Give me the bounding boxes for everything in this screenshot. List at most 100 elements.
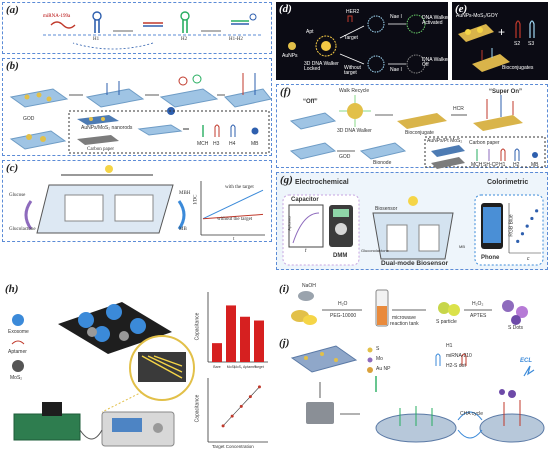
chart-h-ylabel: Capacitance xyxy=(194,312,201,341)
panel-i-graphic xyxy=(291,289,528,327)
microwave-label: microwave xyxy=(392,315,416,321)
h1-label: H1 xyxy=(93,37,100,42)
chart-c-line-0 xyxy=(202,189,264,220)
electrode-tile-4 xyxy=(223,73,272,108)
exosome-label: Exosome xyxy=(8,329,29,335)
dual-mode-label: Dual-mode Biosensor xyxy=(381,260,449,267)
biosensor-label: Biosensor xyxy=(375,206,398,212)
dmm-label: DMM xyxy=(333,253,348,259)
chart-h2-ylabel: Capacitance xyxy=(194,394,201,423)
phone-label: Phone xyxy=(481,255,500,261)
walker3d-label: 3D DNA Walker xyxy=(337,128,372,134)
panel-j-label: (j) xyxy=(279,337,290,349)
bulb-icon-g xyxy=(408,196,418,206)
target-label: Target xyxy=(344,35,358,41)
glucose-label: Glucose xyxy=(9,193,26,198)
walker-locked-label: 3D DNA Walker Locked xyxy=(304,61,339,72)
without-target-label: Without target xyxy=(344,65,361,76)
bioconjugates-label: Bioconjugates xyxy=(502,65,534,71)
nanorods-icon xyxy=(77,115,119,125)
panel-i-label: (i) xyxy=(279,283,290,295)
mos2-icon xyxy=(12,360,24,372)
rgb-label: RGB Blue xyxy=(508,214,515,237)
panel-d-graphic xyxy=(288,14,426,74)
panel-d: (d) AuNPs Apt HER2 Target 3D DNA Walker … xyxy=(276,2,450,80)
chart-h-point-2 xyxy=(239,404,243,408)
ecl-label: ECL xyxy=(520,358,532,364)
h2sdot-label: H2-S dot xyxy=(446,363,466,369)
bulb-icon xyxy=(105,165,113,173)
mos2-label-h: MoS₂ xyxy=(10,375,23,381)
s-atom-icon xyxy=(367,347,373,353)
h2-label: H2 xyxy=(181,37,188,42)
mirna-label: miRNA-199a xyxy=(43,14,71,19)
gce-electrode-icon xyxy=(306,402,334,424)
chart-h-bar-label-3: Target xyxy=(254,365,264,369)
panel-b-label: (b) xyxy=(6,60,19,72)
h1h2-duplex-icon xyxy=(231,13,257,25)
shcp-label: SH-CP xyxy=(483,162,499,168)
walk-recycle-label: Walk Recycle xyxy=(339,88,370,94)
au-label: Au NP xyxy=(376,366,391,372)
exosome-cluster xyxy=(78,304,146,342)
glucolactone-label: Glucolactone xyxy=(9,227,36,232)
panel-h-label: (h) xyxy=(5,283,19,295)
nanorods-label: AuNPs/MoS₂ nanorods xyxy=(81,125,133,131)
t-label: t xyxy=(305,248,307,254)
panel-c-graphic xyxy=(24,165,265,236)
chart-g-point-1 xyxy=(520,232,525,236)
super-on-label: “Super On” xyxy=(489,89,523,95)
exosome-icon xyxy=(12,314,24,326)
chart-h-point-3 xyxy=(248,395,252,399)
chart-c-without-label: without the target xyxy=(217,217,253,222)
walker-activated-label: DNA Walker Activated xyxy=(422,15,450,26)
panel-j-graphic xyxy=(290,345,545,443)
god-label: GOD xyxy=(23,116,35,122)
h2o-label: H₂O xyxy=(338,301,348,307)
chart-h-bar-label-1: MoS₂ xyxy=(227,365,236,369)
panel-e-label: (e) xyxy=(455,3,468,15)
aunp-icon xyxy=(288,42,296,50)
panel-j: (j) S Mo Au NP H1 miRNA-210 H2-S dot CHA… xyxy=(276,336,548,452)
s-particle-icon xyxy=(438,302,450,314)
chart-h-points xyxy=(221,385,261,428)
chart-g-point-3 xyxy=(530,216,534,221)
ecl-lightning-icon xyxy=(523,365,535,377)
aumos-label: AuNPs-MoS₂/GOY xyxy=(456,13,498,19)
aptes-label: APTES xyxy=(470,313,487,319)
chart-h-bar-1 xyxy=(226,305,236,362)
colorimetric-label: Colorimetric xyxy=(487,179,529,186)
chart-g-point-2 xyxy=(525,224,529,228)
mb-label-f: MB xyxy=(531,162,539,168)
chart-h2-xlabel: Target Concentration xyxy=(212,444,254,449)
mch-label: MCH xyxy=(197,141,209,147)
aptamer-icon xyxy=(11,340,25,345)
panel-b: (b) xyxy=(2,58,272,156)
h1-label-f: H1 xyxy=(499,162,506,168)
chart-c-line-1 xyxy=(202,213,264,220)
carbon-paper-label-f: Carbon paper xyxy=(469,140,500,146)
mch-label-f: MCH xyxy=(471,162,483,168)
carbon-paper-icon xyxy=(77,135,119,145)
h3-label: H3 xyxy=(213,141,220,147)
her2-label: HER2 xyxy=(346,9,360,15)
electrochemical-label: Electrochemical xyxy=(295,179,349,186)
aunps-label: AuNPs xyxy=(282,53,298,59)
mb-label-g: MB xyxy=(459,244,465,249)
s3-label: S3 xyxy=(528,41,535,47)
chart-h-bar-label-0: Bare xyxy=(213,365,220,369)
capacitor-label: Capacitor xyxy=(291,197,319,203)
electrode-tile-3 xyxy=(159,74,219,108)
mbh-label: MBH xyxy=(179,191,191,196)
bioconjugate-label: Bioconjugate xyxy=(405,130,434,136)
panel-i: (i) NaOH H₂O PEG-10000 microwave reactio… xyxy=(276,282,548,334)
svg-text:+: + xyxy=(498,25,505,39)
chart-h-point-1 xyxy=(230,414,234,418)
chart-c-lines xyxy=(202,189,264,220)
hairpin-h1-icon xyxy=(92,11,102,33)
chart-h-bar-0 xyxy=(212,343,222,362)
c-label: c xyxy=(527,256,530,262)
mb-label: MB xyxy=(251,141,259,147)
reaction-tank-label: reaction tank xyxy=(390,321,419,327)
